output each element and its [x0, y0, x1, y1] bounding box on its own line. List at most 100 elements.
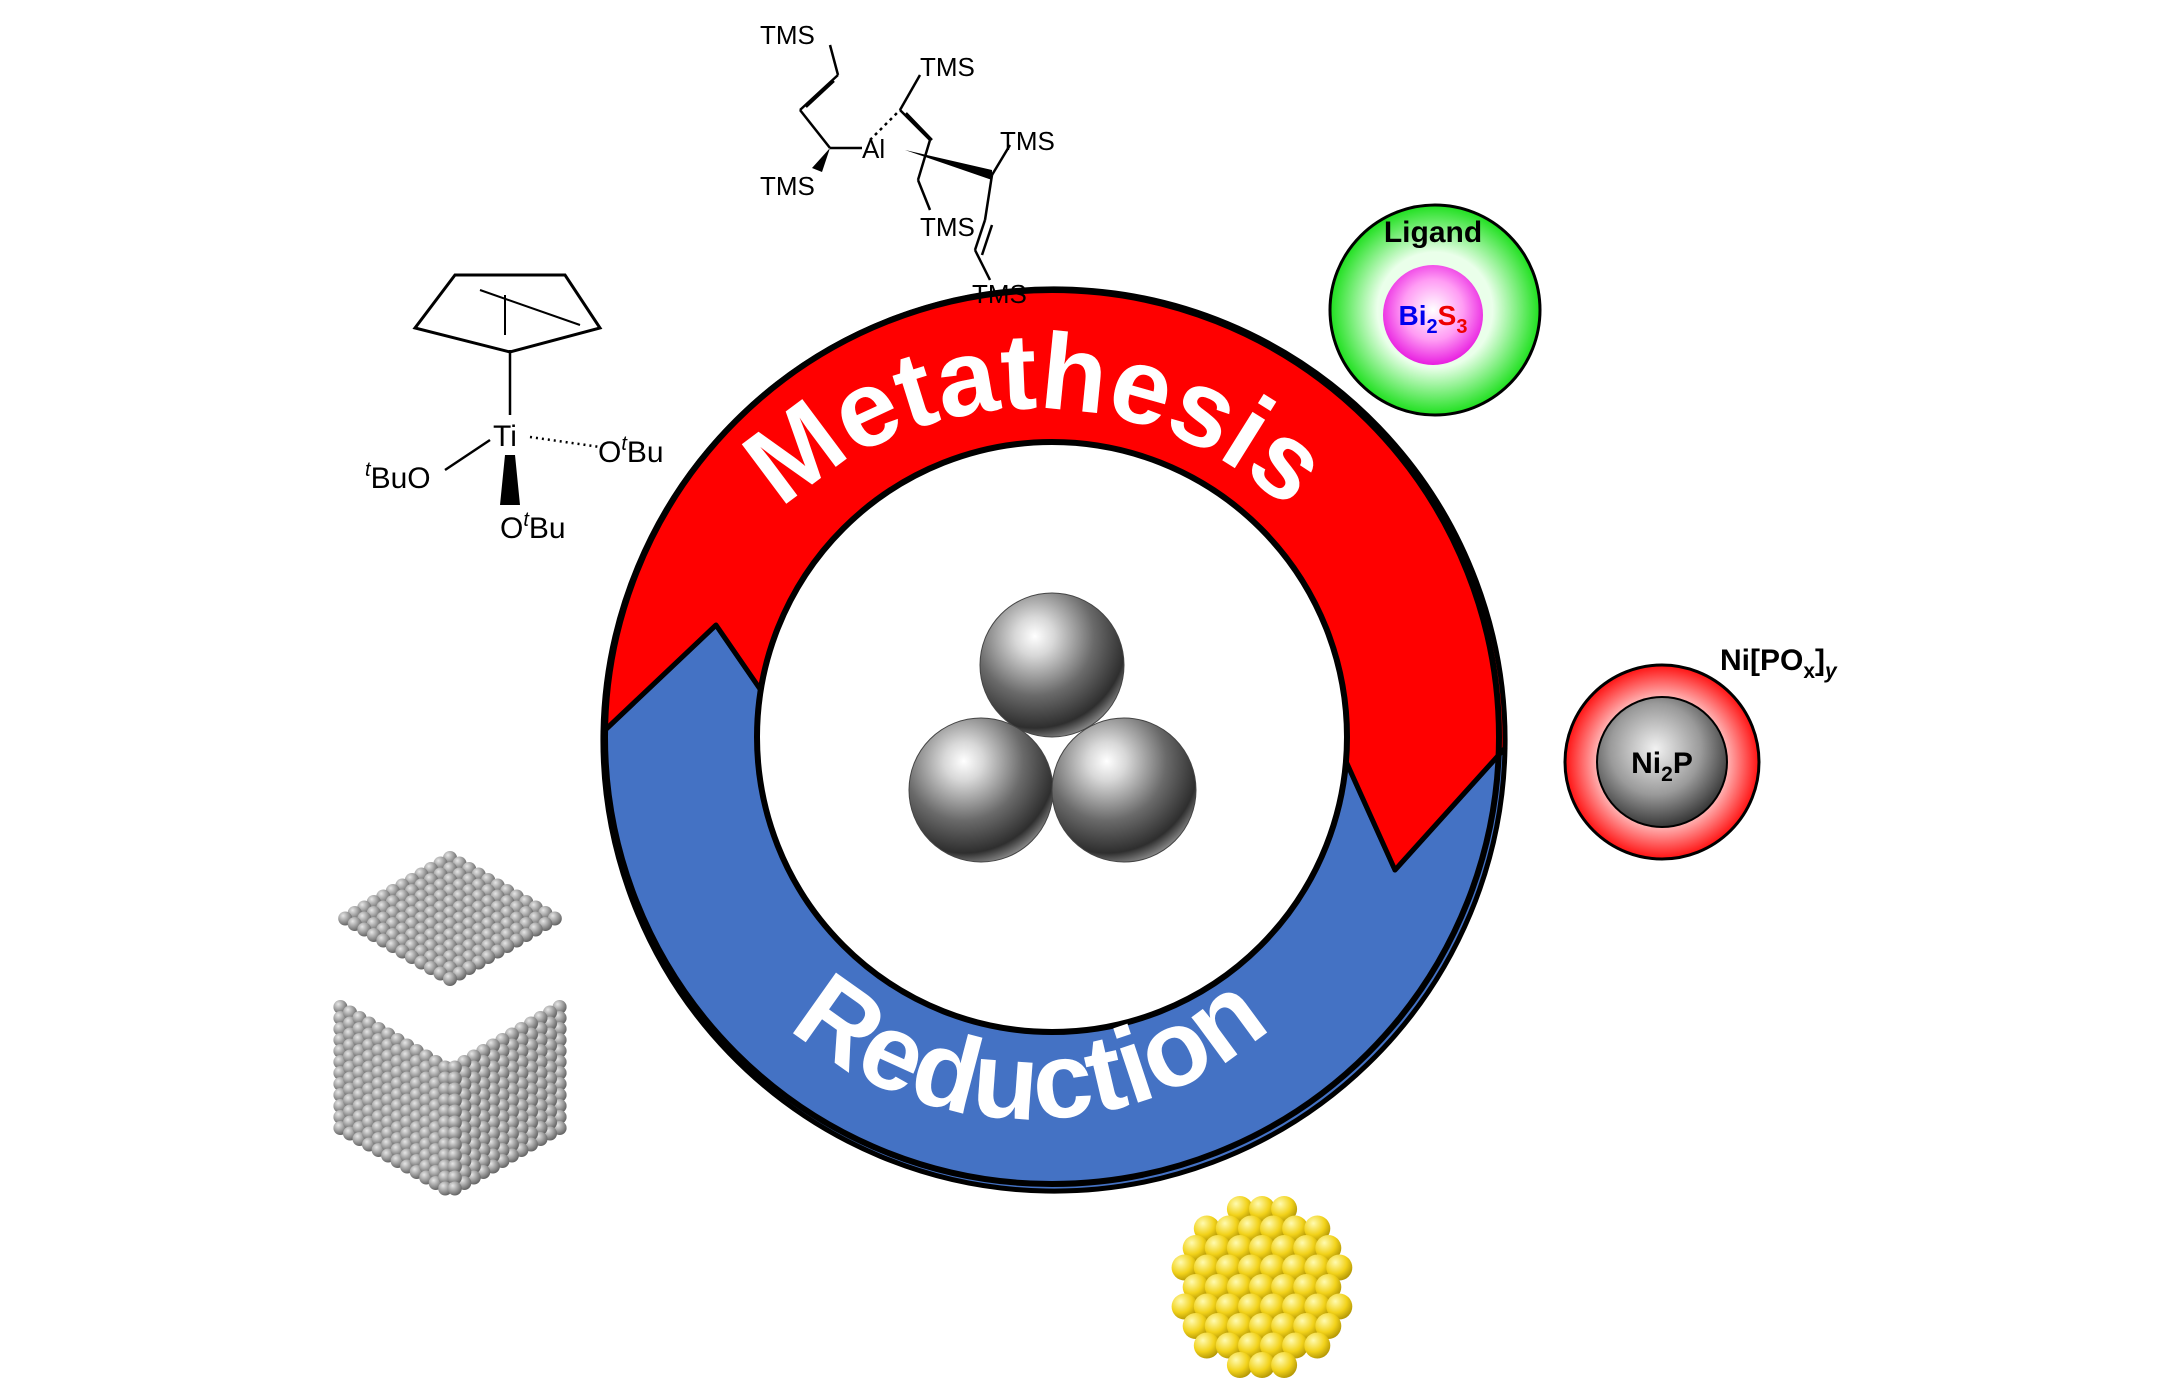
atom	[1260, 1293, 1286, 1320]
atom	[1282, 1254, 1309, 1281]
cycle-ring: Metathesis Reduction	[600, 286, 1508, 1194]
atom	[438, 1137, 453, 1152]
atom	[1326, 1254, 1353, 1281]
atom	[1204, 1313, 1231, 1339]
atom	[1249, 1352, 1275, 1378]
atom	[1193, 1215, 1220, 1242]
atom	[1215, 1254, 1242, 1281]
atom	[447, 1170, 462, 1185]
silver-spheres-icon	[908, 592, 1197, 863]
nipox-main: Ni[PO	[1720, 644, 1803, 677]
svg-text:Ni[POx]y: Ni[POx]y	[1720, 644, 1838, 683]
atom	[1238, 1293, 1264, 1320]
atom	[1182, 1313, 1209, 1339]
atom	[1204, 1235, 1231, 1261]
svg-text:OtBu: OtBu	[598, 433, 664, 469]
svg-text:tBuO: tBuO	[365, 459, 431, 495]
atom	[1304, 1215, 1331, 1242]
atom	[447, 1181, 462, 1196]
tms-label-1: TMS	[760, 20, 815, 50]
atom	[1226, 1274, 1253, 1300]
atom	[1282, 1215, 1309, 1242]
atom	[1249, 1274, 1275, 1300]
atom	[1193, 1293, 1220, 1320]
tms-label-6: TMS	[972, 279, 1027, 309]
atom	[1215, 1293, 1242, 1320]
atom	[1249, 1196, 1275, 1222]
atom	[1260, 1332, 1286, 1359]
atom	[447, 1148, 462, 1163]
atom	[438, 1093, 453, 1108]
atom	[443, 972, 457, 986]
bi2s3-particle: Ligand Bi2S3	[1328, 203, 1542, 417]
atom	[1304, 1254, 1331, 1281]
ring-outer-edge	[602, 287, 1502, 1187]
atom	[438, 1126, 453, 1141]
atom	[1171, 1254, 1198, 1281]
atom	[1193, 1254, 1220, 1281]
nipox-y: y	[1824, 660, 1838, 683]
atom	[1271, 1274, 1298, 1300]
atom	[1249, 1235, 1275, 1261]
tbuo-label: BuO	[371, 462, 431, 495]
atom	[1282, 1332, 1309, 1359]
atom	[1215, 1332, 1242, 1359]
tms-label-5: TMS	[920, 212, 975, 242]
otbu-right-bu: Bu	[627, 436, 664, 469]
tms-label-4: TMS	[760, 171, 815, 201]
atom	[1282, 1293, 1309, 1320]
atom	[438, 1104, 453, 1119]
nipox-x: x	[1803, 660, 1815, 683]
atom	[1293, 1274, 1320, 1300]
atom	[1249, 1313, 1275, 1339]
atom	[447, 1071, 462, 1086]
atom	[1215, 1215, 1242, 1242]
atom	[1193, 1332, 1220, 1359]
atom	[438, 1071, 453, 1086]
ni2p-particle: Ni2P Ni[POx]y	[1563, 644, 1838, 861]
bi-symbol: Bi	[1399, 300, 1427, 331]
atom	[1238, 1332, 1264, 1359]
otbu-bottom-o: O	[500, 512, 523, 545]
ni2p-ni: Ni	[1631, 747, 1661, 780]
atom	[438, 1082, 453, 1097]
atom	[1326, 1293, 1353, 1320]
atom	[1260, 1215, 1286, 1242]
atom	[447, 1159, 462, 1174]
otbu-right-o: O	[598, 436, 621, 469]
atom	[1293, 1313, 1320, 1339]
atom	[1204, 1274, 1231, 1300]
atom	[447, 1104, 462, 1119]
atom	[438, 1159, 453, 1174]
ligand-shell-label: Ligand	[1384, 216, 1482, 249]
atom	[447, 1115, 462, 1130]
atom	[1315, 1274, 1342, 1300]
atom	[447, 1082, 462, 1097]
atom	[1271, 1313, 1298, 1339]
s-subscript: 3	[1456, 316, 1467, 338]
atom	[438, 1181, 453, 1196]
allyl-aluminum-structure	[799, 44, 1012, 281]
atom	[1238, 1215, 1264, 1242]
atom	[1226, 1352, 1253, 1378]
atom	[1226, 1235, 1253, 1261]
bi-subscript: 2	[1427, 316, 1438, 338]
atom	[447, 1137, 462, 1152]
svg-text:Bi2S3: Bi2S3	[1399, 300, 1468, 338]
atom	[1226, 1196, 1253, 1222]
atom	[438, 1170, 453, 1185]
atom	[438, 1115, 453, 1130]
atom	[1238, 1254, 1264, 1281]
titanium-complex-structure	[412, 273, 603, 505]
atom	[1271, 1352, 1298, 1378]
svg-text:OtBu: OtBu	[500, 509, 566, 545]
atom	[1171, 1293, 1198, 1320]
atom	[1271, 1235, 1298, 1261]
otbu-bottom-bu: Bu	[529, 512, 566, 545]
ni2p-p: P	[1673, 747, 1693, 780]
atom	[1293, 1235, 1320, 1261]
atom	[1304, 1332, 1331, 1359]
ni2p-subscript: 2	[1661, 763, 1673, 786]
atom	[1182, 1274, 1209, 1300]
